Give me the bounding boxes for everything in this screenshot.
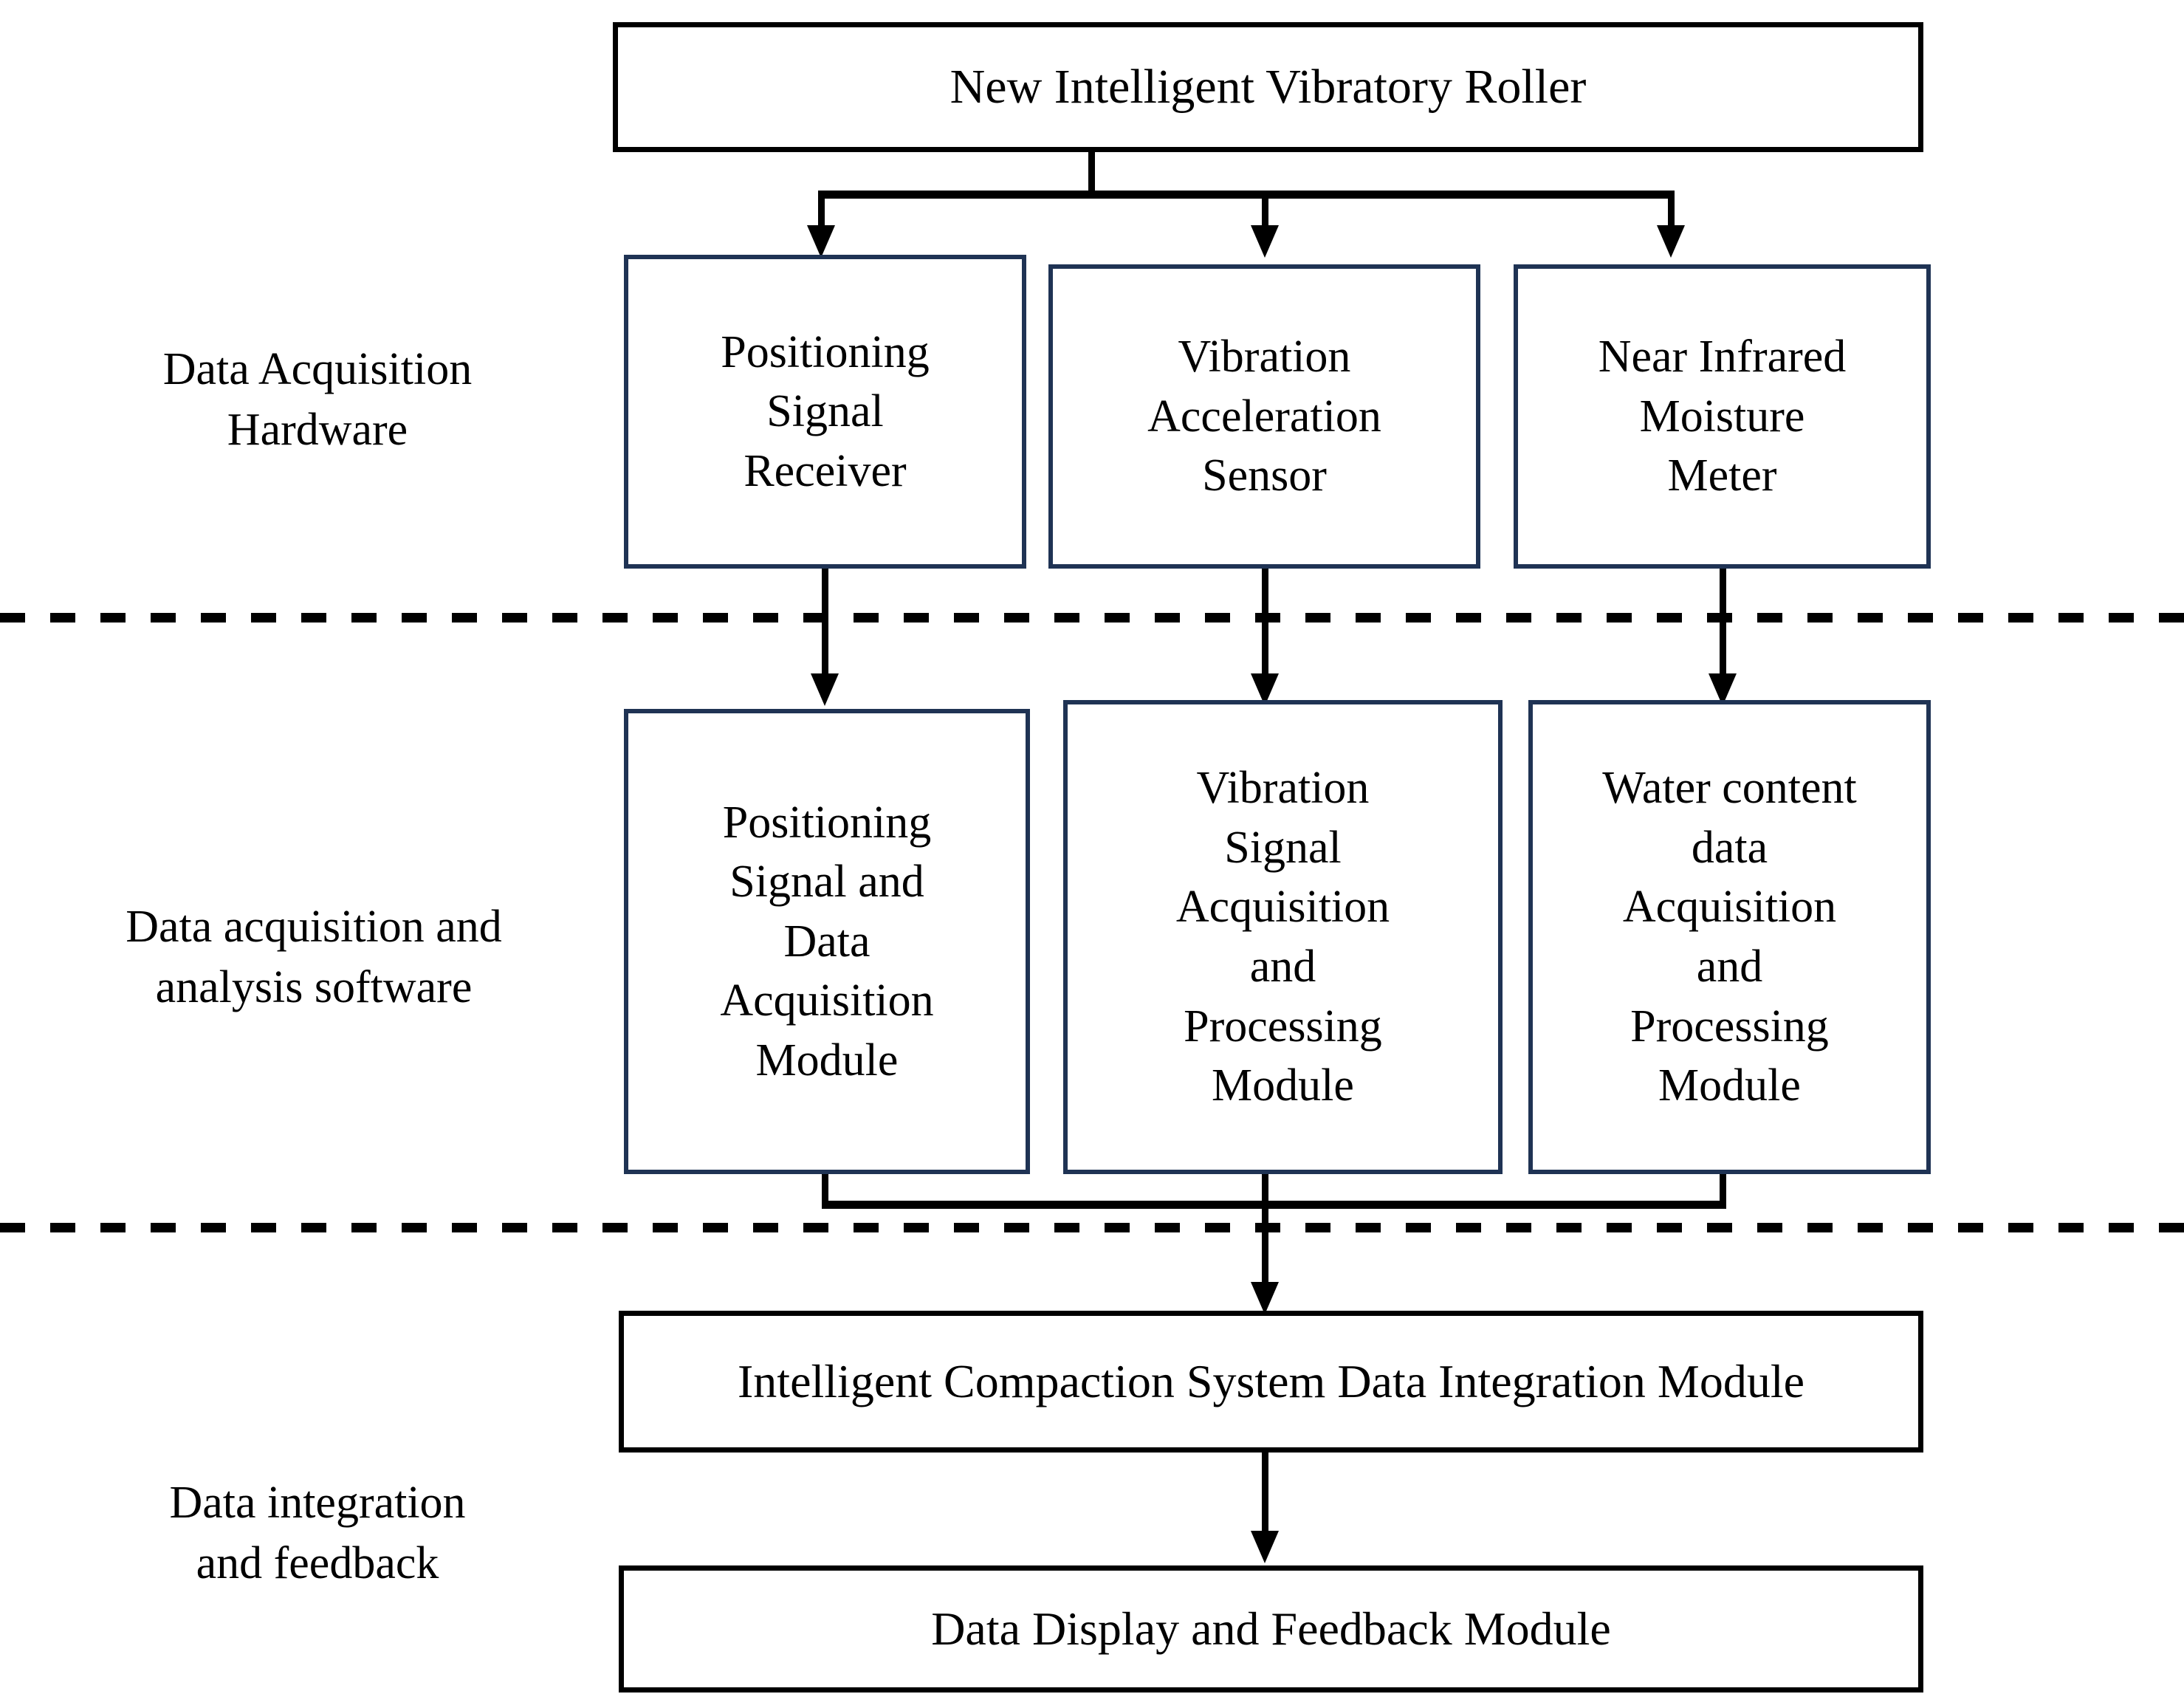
box-data-display-and-feedback-module: Data Display and Feedback Module xyxy=(619,1565,1923,1692)
arrowhead-to-intelligent-compaction-system-data-integration-module xyxy=(1251,1282,1279,1314)
stage-label-hardware: Data Acquisition Hardware xyxy=(44,340,591,461)
arrowhead-to-positioning-signal-receiver xyxy=(807,225,835,258)
connector-merge-trunk xyxy=(1262,1201,1268,1288)
arrowhead-to-data-display-and-feedback-module xyxy=(1251,1531,1279,1563)
connector-title-stem xyxy=(1088,152,1095,196)
box-label: Intelligent Compaction System Data Integ… xyxy=(737,1355,1805,1408)
connector-water-module-stub xyxy=(1720,1174,1726,1207)
connector-title-branch-right xyxy=(1668,191,1675,229)
connector-positioning-module-stub xyxy=(822,1174,828,1207)
arrowhead-to-vibration-acceleration-sensor xyxy=(1251,225,1279,258)
connector-title-bus xyxy=(818,191,1675,199)
box-new-intelligent-vibratory-roller: New Intelligent Vibratory Roller xyxy=(613,22,1923,152)
box-label: New Intelligent Vibratory Roller xyxy=(950,60,1587,114)
stage-label-integration-line2: and feedback xyxy=(196,1537,439,1588)
arrowhead-to-near-infrared-moisture-meter xyxy=(1657,225,1685,258)
divider-software-integration xyxy=(0,1223,2184,1232)
stage-label-software-line1: Data acquisition and xyxy=(126,902,502,952)
box-label: Data Display and Feedback Module xyxy=(931,1602,1611,1656)
connector-vibration-module-stub xyxy=(1262,1174,1268,1207)
connector-title-branch-left xyxy=(818,191,825,229)
box-intelligent-compaction-system-data-integration-module: Intelligent Compaction System Data Integ… xyxy=(619,1311,1923,1453)
connector-software-merge-bus xyxy=(822,1201,1726,1209)
stage-label-hardware-line2: Hardware xyxy=(227,404,408,455)
stage-label-integration-line1: Data integration xyxy=(169,1478,466,1528)
stage-label-software-line2: analysis software xyxy=(155,961,473,1012)
connector-integration-to-display xyxy=(1262,1453,1268,1535)
stage-label-software: Data acquisition and analysis software xyxy=(22,897,605,1018)
arrowhead-to-positioning-signal-data-acquisition-module xyxy=(811,673,839,706)
stage-label-integration: Data integration and feedback xyxy=(44,1473,591,1594)
divider-hardware-software xyxy=(0,613,2184,623)
stage-label-hardware-line1: Data Acquisition xyxy=(162,344,473,394)
connector-title-branch-middle xyxy=(1262,191,1268,229)
